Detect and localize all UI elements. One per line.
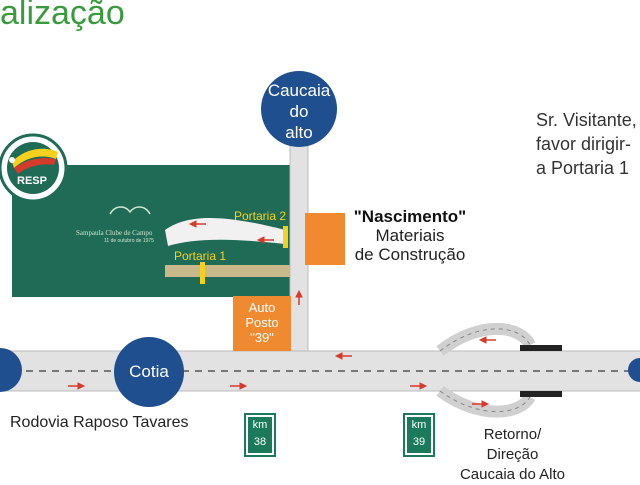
club-founded: 11 de outubro de 1975 [104, 238, 154, 244]
store-name: "Nascimento" [353, 207, 467, 226]
road-sign-icon: km 38 [244, 413, 276, 457]
arrow-icon [68, 220, 496, 408]
km-value: 38 [253, 436, 267, 448]
retorno-label: Retorno/ Direção Caucaia do Alto [459, 426, 566, 483]
store-block [305, 213, 345, 265]
portaria1-label: Portaria 1 [174, 249, 227, 263]
gate-marker-icon [283, 226, 288, 248]
caucaia-circle [261, 71, 337, 147]
km-label: km [252, 419, 268, 431]
portaria2-label: Portaria 2 [234, 209, 287, 223]
club-name: Sampaula Clube de Campo [76, 229, 153, 237]
km-value: 39 [412, 436, 426, 448]
store-line3: de Construção [354, 245, 466, 264]
road-caucaia [290, 120, 308, 352]
store-line2: Materiais [375, 226, 445, 245]
west-circle [0, 348, 22, 392]
road-name: Rodovia Raposo Tavares [10, 414, 189, 431]
club-road-portaria1 [165, 265, 290, 277]
visitor-notice: Sr. Visitante, favor dirigir- a Portaria… [536, 110, 637, 178]
store-label: "Nascimento" Materiais de Construção [340, 207, 480, 264]
km-label: km [411, 419, 427, 431]
caucaia-label: Caucaia do alto [267, 81, 331, 142]
posto-label: Auto Posto "39" [245, 300, 279, 345]
page-heading: alização [0, 0, 125, 32]
cotia-label: Cotia [129, 362, 169, 381]
road-sign-icon: km 39 [403, 413, 435, 457]
east-circle [628, 358, 640, 382]
gate-marker-icon [200, 262, 205, 284]
posto-block [233, 296, 291, 351]
retorno-loop [436, 322, 562, 418]
resp-badge-label: RESP [17, 175, 47, 187]
cotia-circle [114, 337, 184, 407]
